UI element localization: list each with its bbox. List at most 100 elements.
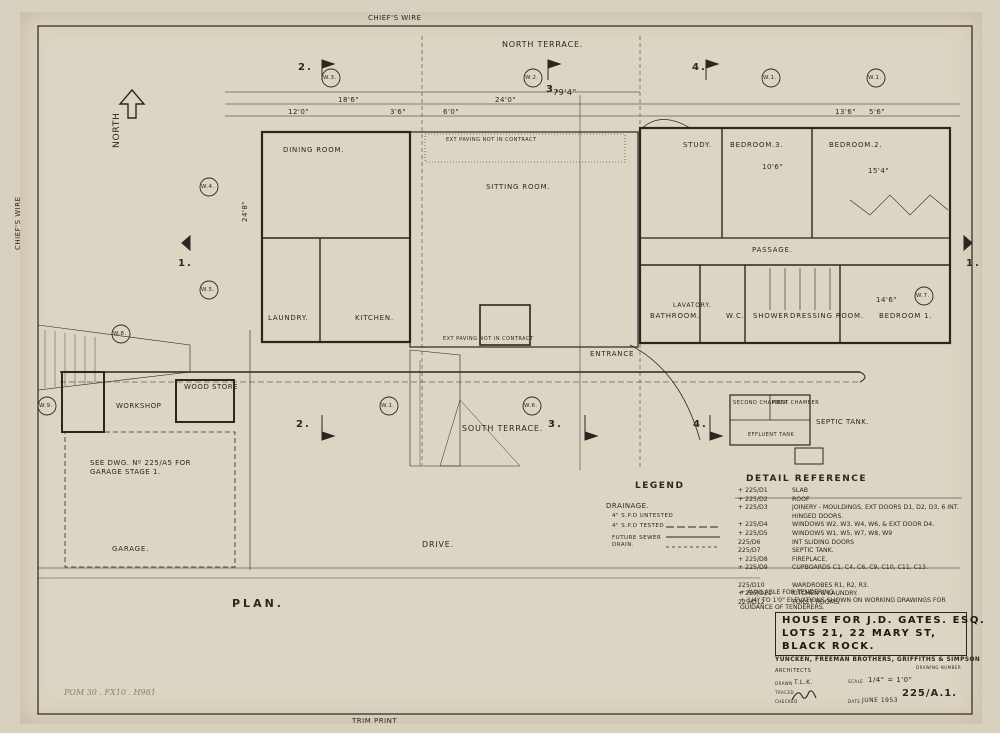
scale-value: 1/4" = 1'0" <box>868 676 913 684</box>
window-mark-w1-c: W.1. <box>381 403 395 409</box>
footnote: + AVAILABLE FOR TENDERING <box>740 589 834 596</box>
dimension-text: 14'6" <box>876 296 898 304</box>
detail-text: INT SLIDING DOORS <box>792 538 855 546</box>
edge-label-top: CHIEF'S WIRE <box>368 14 422 22</box>
title-line-1: HOUSE FOR J.D. GATES. ESQ. <box>782 615 986 626</box>
checked-label: CHECKED <box>775 699 798 704</box>
drawing-number-label: DRAWING NUMBER <box>916 665 962 670</box>
dimension-text: 15'4" <box>868 167 890 175</box>
date-label: DATE <box>848 699 861 704</box>
detail-code: + 225/D1 <box>738 487 768 494</box>
garage-reference-note: SEE DWG. Nº 225/A5 FOR GARAGE STAGE 1. <box>90 459 192 476</box>
firm-name: YUNCKEN, FREEMAN BROTHERS, GRIFFITHS & S… <box>775 657 981 663</box>
room-bedroom-1: BEDROOM 1. <box>879 312 933 320</box>
detail-text-column: SLAB ROOF JOINERY - MOULDINGS, EXT DOORS… <box>792 487 962 607</box>
window-mark-w1-b: W.1. <box>868 75 882 81</box>
handwritten-archive-mark: POM 30 . FX10 . H981 <box>64 688 156 697</box>
scale-label: SCALE <box>848 679 864 684</box>
detail-text: JOINERY - MOULDINGS, EXT DOORS D1, D2, D… <box>792 504 959 520</box>
dimension-text: 6'0" <box>443 108 460 116</box>
date-value: JUNE 1953 <box>862 697 899 704</box>
detail-code: + 225/D4 <box>738 521 768 529</box>
room-sitting: SITTING ROOM. <box>486 183 551 191</box>
section-mark-4-bottom: 4. <box>693 419 708 430</box>
section-mark-1-right: 1. <box>966 258 981 269</box>
room-bathroom: BATHROOM. <box>650 312 700 320</box>
detail-text: WINDOWS W1, W5, W7, W8, W9 <box>792 529 893 537</box>
drawing-number: 225/A.1. <box>902 688 958 699</box>
checked-signature <box>791 690 817 701</box>
dimension-text: 10'6" <box>762 163 784 171</box>
window-mark-w3: W.3. <box>323 75 337 81</box>
dimension-text: 5'6" <box>869 108 886 116</box>
plan-title: PLAN. <box>232 597 284 610</box>
sitting-room <box>409 131 639 348</box>
window-mark-w4: W.4. <box>201 184 215 190</box>
detail-text: TOILET ROOMS. <box>792 598 841 606</box>
detail-text: SEPTIC TANK. <box>792 547 834 555</box>
south-terrace-label: SOUTH TERRACE. <box>462 424 544 433</box>
detail-text: FIREPLACE. <box>792 555 828 563</box>
footnote: + 1/4" TO 1'0" ELEVATIONS SHOWN ON WORKI… <box>740 596 946 612</box>
dimension-text: 18'6" <box>338 96 360 104</box>
room-passage: PASSAGE. <box>752 246 793 254</box>
first-chamber-note: FIRST CHAMBER <box>772 400 820 406</box>
room-entrance: ENTRANCE <box>590 350 635 358</box>
detail-code: + 225/D2 <box>738 495 768 503</box>
window-mark-w5: W.5. <box>201 287 215 293</box>
detail-text: SLAB <box>792 487 808 494</box>
window-mark-w1-a: W.1. <box>763 75 777 81</box>
paving-note-south: EXT PAVING NOT IN CONTRACT <box>443 336 534 342</box>
architects-label: ARCHITECTS <box>775 668 812 674</box>
section-mark-3-top: 3. <box>546 84 561 95</box>
detail-code: 225/D12 <box>738 598 765 606</box>
detail-reference-title: DETAIL REFERENCE <box>746 474 867 484</box>
traced-label: TRACED <box>775 690 795 695</box>
detail-code: 225/D10 <box>738 581 765 589</box>
drawn-label: DRAWN <box>775 681 793 686</box>
room-bedroom-3: BEDROOM.3. <box>730 141 784 149</box>
room-workshop: WORKSHOP <box>116 402 162 410</box>
room-wc: W.C. <box>726 312 745 320</box>
detail-code-column: + 225/D1 + 225/D2 + 225/D3 + 225/D4 + 22… <box>738 487 788 607</box>
room-laundry: LAUNDRY. <box>268 314 309 322</box>
septic-tank-note: SEPTIC TANK. <box>816 418 870 426</box>
drawn-value: T.L.K. <box>794 679 813 686</box>
room-wood-store: WOOD STORE <box>184 383 239 391</box>
effluent-tank-note: EFFLUENT TANK <box>748 432 795 438</box>
dining-kitchen-block <box>260 130 412 344</box>
room-bedroom-2: BEDROOM.2. <box>829 141 883 149</box>
window-mark-w6: W.6. <box>524 403 538 409</box>
second-chamber-note: SECOND CHAMBER <box>733 400 788 406</box>
detail-code: + 225/D8 <box>738 555 768 563</box>
detail-text: WINDOWS W2, W3, W4, W6, & EXT DOOR D4. <box>792 521 935 529</box>
north-label: NORTH <box>112 112 122 148</box>
dimension-text: 3'6" <box>390 108 407 116</box>
room-lavatory: LAVATORY. <box>673 302 712 309</box>
room-shower: SHOWER <box>753 312 790 320</box>
section-mark-2-top: 2. <box>298 62 313 73</box>
detail-text: KITCHEN & LAUNDRY. <box>792 590 858 598</box>
title-line-3: BLACK ROCK. <box>782 641 875 652</box>
edge-label-left: CHIEF'S WIRE <box>14 196 22 250</box>
paving-note-north: EXT PAVING NOT IN CONTRACT <box>446 137 537 143</box>
legend-title: LEGEND <box>635 481 685 491</box>
legend-row: FUTURE SEWER DRAIN. <box>612 535 662 548</box>
window-mark-w8: W.8. <box>113 331 127 337</box>
dimension-text: 79'4" <box>553 88 577 97</box>
detail-code: + 225/D11 <box>738 590 772 598</box>
dimension-text: 24'8" <box>241 200 249 222</box>
detail-code: 225/D6 <box>738 538 761 546</box>
title-block: HOUSE FOR J.D. GATES. ESQ. LOTS 21, 22 M… <box>775 612 984 656</box>
north-arrow <box>118 88 146 119</box>
window-mark-w2: W.2. <box>525 75 539 81</box>
room-dining: DINING ROOM. <box>283 146 345 154</box>
window-mark-w7: W.7. <box>916 293 930 299</box>
dimension-text: 24'0" <box>495 96 517 104</box>
north-terrace-label: NORTH TERRACE. <box>502 40 584 49</box>
room-kitchen: KITCHEN. <box>355 314 394 322</box>
detail-text: CUPBOARDS C1, C4, C6, C9, C10, C11, C13. <box>792 564 928 572</box>
legend-row: 4" S.P.D UNTESTED <box>612 513 674 519</box>
